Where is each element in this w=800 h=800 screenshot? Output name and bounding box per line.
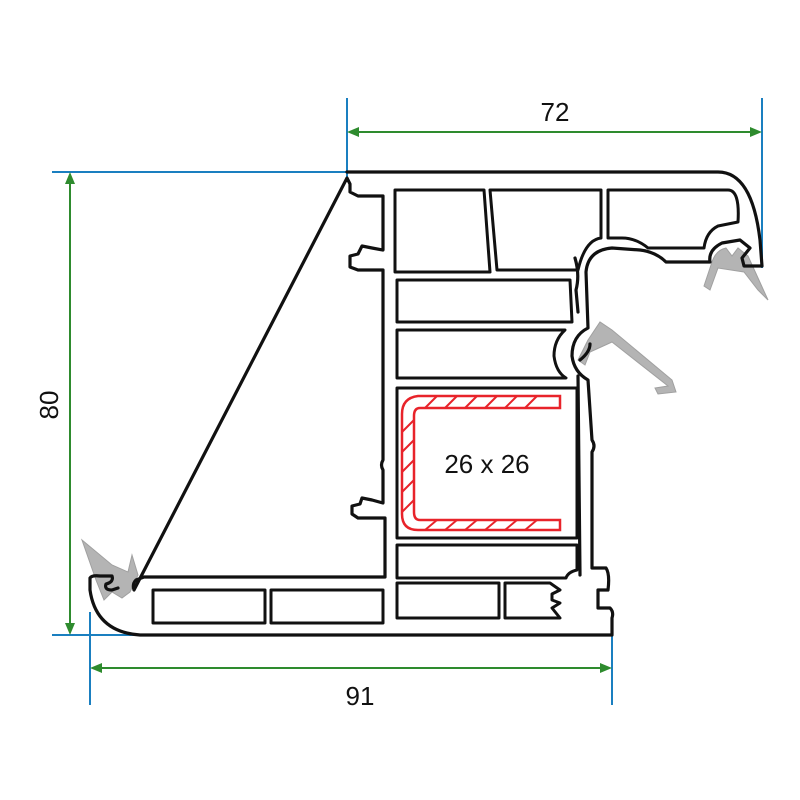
steel-reinforcement: [400, 394, 562, 532]
chamber: [503, 581, 562, 620]
arrow-icon: [90, 663, 102, 673]
chamber: [395, 278, 574, 324]
dimension-label-bottom: 91: [346, 681, 375, 711]
gasket-middle: [577, 321, 677, 395]
gasket-bottom: [80, 538, 139, 601]
chamber: [151, 588, 267, 625]
dimension-height: [65, 172, 75, 635]
reinforcement-label: 26 x 26: [444, 449, 529, 479]
arrow-icon: [750, 127, 762, 137]
arrow-icon: [65, 623, 75, 635]
dimension-label-top: 72: [541, 97, 570, 127]
profile-outline: [88, 170, 764, 637]
chamber: [395, 543, 579, 580]
dimension-bottom: [90, 663, 612, 673]
chamber: [395, 328, 568, 380]
chamber: [395, 581, 501, 620]
arrow-icon: [347, 127, 359, 137]
arrow-icon: [600, 663, 612, 673]
extension-lines: [52, 98, 763, 705]
gaskets: [80, 247, 769, 601]
chamber: [488, 188, 603, 272]
chamber: [269, 588, 385, 625]
reinforcement-chamber: [395, 386, 579, 540]
chamber: [393, 188, 492, 274]
dimension-top: [347, 127, 762, 137]
arrow-icon: [65, 172, 75, 184]
chamber: [606, 188, 740, 250]
dimension-label-height: 80: [34, 391, 64, 420]
gasket-top: [703, 247, 769, 301]
profile-chambers: [151, 188, 740, 625]
